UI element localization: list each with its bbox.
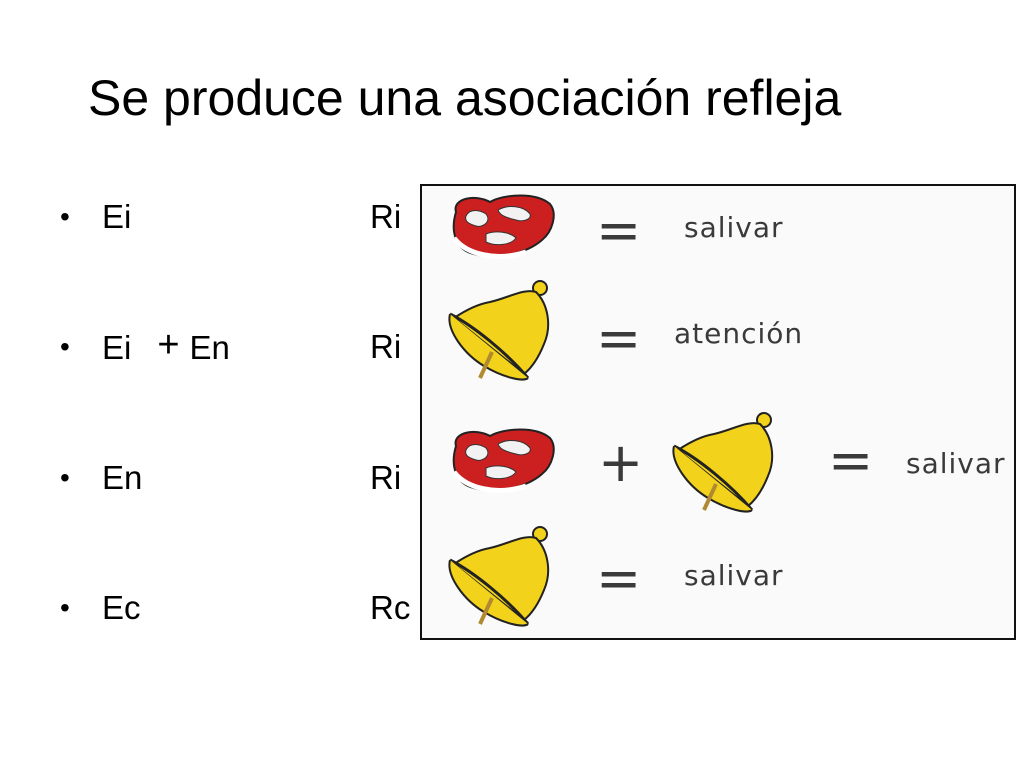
bullet-marker: •	[60, 462, 70, 493]
bullet-left-term-a: Ei	[102, 329, 132, 366]
equals-sign: =	[828, 429, 874, 492]
bullet-right-term: Ri	[370, 198, 402, 235]
bell-icon	[448, 280, 550, 381]
equals-sign: =	[596, 547, 642, 610]
bell-icon	[448, 526, 550, 627]
bullet-left-term: Ec	[102, 589, 141, 626]
bullet-left-term-b: En	[189, 329, 230, 366]
bullet-left-term: En	[102, 459, 143, 496]
meat-icon	[452, 428, 555, 493]
meat-icon	[452, 194, 555, 259]
equals-sign: =	[596, 307, 642, 370]
bullet-left-term: Ei +En	[102, 324, 230, 368]
bullet-left-term: Ei	[102, 198, 132, 235]
bullet-marker: •	[60, 201, 70, 232]
page-title: Se produce una asociación refleja	[88, 70, 842, 126]
bullet-plus-sign: +	[157, 324, 180, 366]
bullet-right-term: Ri	[370, 328, 402, 365]
conditioning-diagram: = salivar = atención + = salivar = saliv…	[420, 184, 1016, 640]
bullet-marker: •	[60, 592, 70, 623]
bullet-right-term: Rc	[370, 589, 411, 626]
result-label: salivar	[684, 211, 784, 244]
bell-icon	[672, 412, 774, 513]
plus-sign: +	[598, 431, 644, 494]
bullet-marker: •	[60, 331, 70, 362]
equals-sign: =	[596, 199, 642, 262]
bullet-right-term: Ri	[370, 459, 402, 496]
result-label: atención	[674, 317, 804, 350]
result-label: salivar	[684, 559, 784, 592]
result-label: salivar	[906, 447, 1006, 480]
